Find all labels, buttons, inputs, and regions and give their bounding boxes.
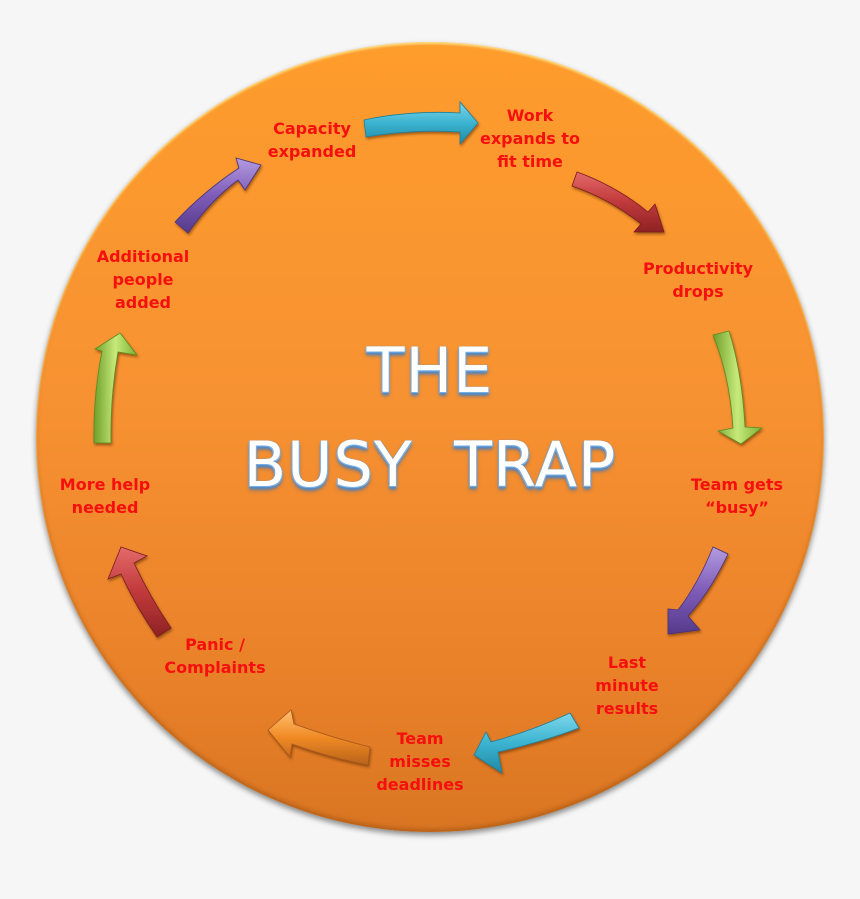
step-panic-complaints: Panic / Complaints [164,635,266,677]
step-last-minute-results: Last minute results [595,653,659,718]
step-team-misses-deadlines: Team misses deadlines [376,729,464,794]
arrow-down-right-icon [571,171,665,233]
arrow-up-left-icon [107,546,172,638]
arrow-up-right-icon [174,157,262,234]
step-additional-people-added: Additional people added [96,247,190,312]
arrow-down-icon [712,330,764,445]
title-line-2: BUSY TRAP [243,428,617,501]
step-productivity-drops: Productivity drops [642,259,754,301]
arrow-left-icon [267,709,371,766]
step-capacity-expanded: Capacity expanded [267,119,357,161]
title-line-1: THE [366,334,494,407]
arrow-up-icon [93,332,138,444]
arrow-right-icon [363,100,479,146]
step-more-help-needed: More help needed [59,475,151,517]
step-team-gets-busy: Team gets “busy” [690,475,784,517]
arrow-down-left-icon [667,546,729,635]
arrow-left-icon [473,712,580,774]
busy-trap-disc [36,42,824,832]
step-work-expands: Work expands to fit time [480,106,580,171]
